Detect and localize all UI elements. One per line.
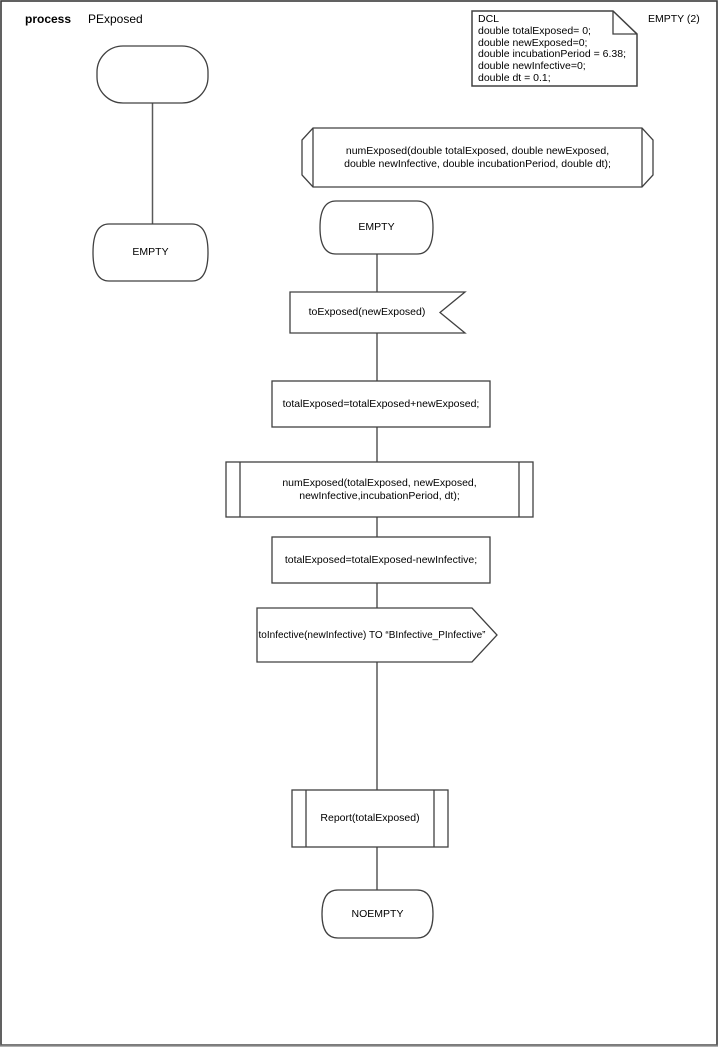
state-label-empty: EMPTY	[358, 221, 395, 233]
report-call-label: Report(totalExposed)	[320, 812, 420, 824]
procedure-call-label: numExposed(totalExposed, newExposed, new…	[282, 476, 477, 502]
state-symbol-noempty[interactable]	[321, 889, 434, 939]
output-signal-shape[interactable]	[256, 607, 498, 663]
task-label-accumulate: totalExposed=totalExposed+newExposed;	[282, 397, 480, 410]
dcl-line: double newInfective=0;	[478, 60, 586, 73]
note-fold-corner	[612, 11, 637, 35]
dcl-declarations: DCL double totalExposed= 0; double newEx…	[478, 13, 626, 85]
diagram-kind-label: process	[25, 12, 72, 26]
start-symbol[interactable]	[96, 45, 209, 104]
task-shape-decrement[interactable]	[271, 536, 491, 584]
dcl-line: double totalExposed= 0;	[478, 24, 591, 37]
dcl-line: DCL	[478, 13, 500, 25]
state-label-empty-left: EMPTY	[132, 246, 169, 258]
comment-note-shape[interactable]	[471, 10, 638, 87]
input-signal-shape[interactable]	[289, 291, 467, 334]
state-symbol-empty-left[interactable]	[92, 223, 209, 282]
report-call-shape[interactable]	[291, 789, 449, 848]
process-name: PExposed	[88, 12, 143, 26]
procedure-call-shape[interactable]	[225, 461, 534, 518]
dcl-line: double incubationPeriod = 6.38;	[478, 48, 626, 61]
state-symbol-empty[interactable]	[319, 200, 434, 255]
page-state-label: EMPTY (2)	[648, 13, 700, 25]
input-signal-label: toExposed(newExposed)	[308, 306, 426, 318]
state-label-noempty: NOEMPTY	[351, 907, 404, 920]
task-shape-accumulate[interactable]	[271, 380, 491, 428]
dcl-line: double dt = 0.1;	[478, 71, 551, 84]
output-signal-label: toInfective(newInfective) TO “BInfective…	[258, 629, 486, 641]
task-label-decrement: totalExposed=totalExposed-newInfective;	[284, 553, 478, 566]
procedure-declaration-label: numExposed(double totalExposed, double n…	[344, 144, 611, 170]
dcl-line: double newExposed=0;	[478, 36, 588, 49]
